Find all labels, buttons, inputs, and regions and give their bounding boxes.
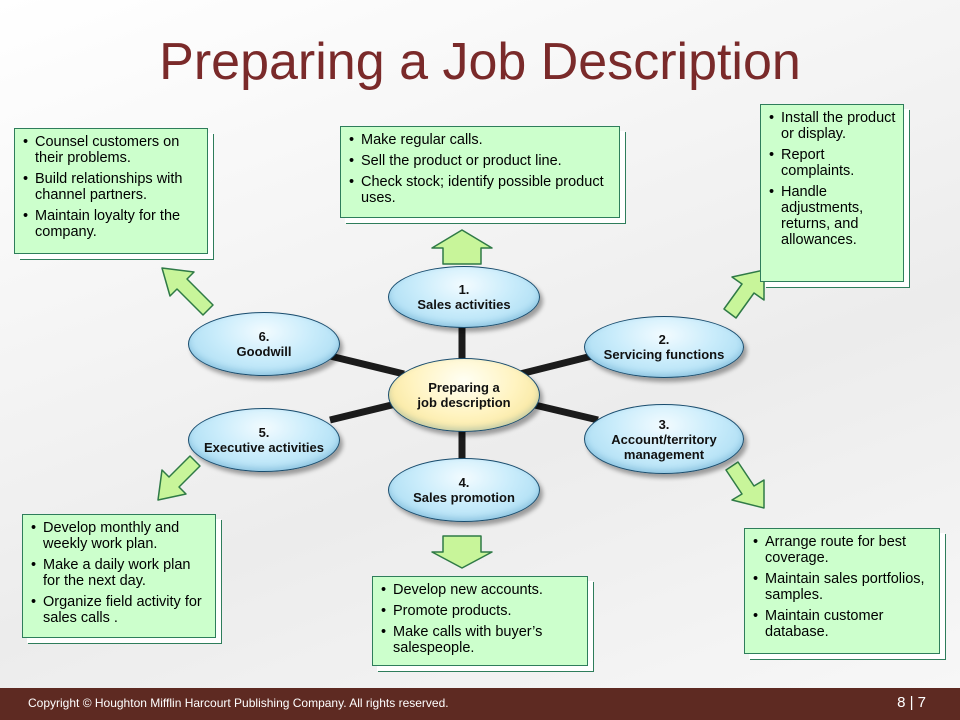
page-title: Preparing a Job Description xyxy=(159,33,801,91)
box-sales-promotion: Develop new accounts. Promote products. … xyxy=(372,576,588,666)
connector-servicing xyxy=(519,352,593,378)
node-number: 1. xyxy=(458,282,470,297)
list-item: Develop new accounts. xyxy=(379,582,581,598)
box-executive-activities: Develop monthly and weekly work plan. Ma… xyxy=(22,514,216,638)
list-item: Promote products. xyxy=(379,603,581,619)
copyright-text: Copyright © Houghton Mifflin Harcourt Pu… xyxy=(28,696,449,710)
node-servicing-functions: 2. Servicing functions xyxy=(584,316,744,378)
list-item: Make regular calls. xyxy=(347,132,613,148)
arrow-down-promotion xyxy=(431,535,493,569)
arrow-up-left-goodwill xyxy=(161,267,214,316)
footer-bar: Copyright © Houghton Mifflin Harcourt Pu… xyxy=(0,688,960,720)
center-line1: Preparing a xyxy=(428,380,500,395)
node-center-job-description: Preparing a job description xyxy=(388,358,540,432)
box-sales-activities: Make regular calls. Sell the product or … xyxy=(340,126,620,218)
list-item: Build relationships with channel partner… xyxy=(21,171,201,203)
node-executive-activities: 5. Executive activities xyxy=(188,408,340,472)
list-item: Maintain sales portfolios, samples. xyxy=(751,571,933,603)
node-label: Sales activities xyxy=(417,297,511,312)
node-number: 2. xyxy=(658,332,670,347)
list-item: Maintain loyalty for the company. xyxy=(21,208,201,240)
page-number: 8 | 7 xyxy=(897,694,926,711)
list-item: Sell the product or product line. xyxy=(347,153,613,169)
list-item: Handle adjustments, returns, and allowan… xyxy=(767,184,897,248)
list-item: Install the product or display. xyxy=(767,110,897,142)
connector-goodwill xyxy=(329,352,405,378)
node-label-line2: management xyxy=(623,446,705,462)
node-label: Account/territory xyxy=(611,431,717,447)
node-number: 6. xyxy=(258,329,270,344)
node-number: 3. xyxy=(658,416,670,432)
node-number: 5. xyxy=(258,425,270,440)
box-account-territory: Arrange route for best coverage. Maintai… xyxy=(744,528,940,654)
list-item: Make calls with buyer’s salespeople. xyxy=(379,624,581,656)
arrow-up-right-servicing xyxy=(723,269,765,319)
list-item: Make a daily work plan for the next day. xyxy=(29,557,209,589)
node-sales-activities: 1. Sales activities xyxy=(388,266,540,328)
arrow-down-right-account xyxy=(725,461,765,509)
node-label: Sales promotion xyxy=(413,490,515,505)
list-item: Counsel customers on their problems. xyxy=(21,134,201,166)
node-label: Executive activities xyxy=(204,440,324,455)
node-goodwill: 6. Goodwill xyxy=(188,312,340,376)
list-item: Organize field activity for sales calls … xyxy=(29,594,209,626)
list-item: Check stock; identify possible product u… xyxy=(347,174,613,206)
list-item: Develop monthly and weekly work plan. xyxy=(29,520,209,552)
node-account-territory: 3. Account/territory management xyxy=(584,404,744,474)
node-sales-promotion: 4. Sales promotion xyxy=(388,458,540,522)
arrow-up-sales xyxy=(431,229,493,265)
node-label: Servicing functions xyxy=(603,347,725,362)
list-item: Arrange route for best coverage. xyxy=(751,534,933,566)
arrow-down-left-executive xyxy=(157,455,201,501)
node-label: Goodwill xyxy=(236,344,292,359)
list-item: Maintain customer database. xyxy=(751,608,933,640)
box-servicing-functions: Install the product or display. Report c… xyxy=(760,104,904,282)
list-item: Report complaints. xyxy=(767,147,897,179)
node-number: 4. xyxy=(458,475,470,490)
box-goodwill: Counsel customers on their problems. Bui… xyxy=(14,128,208,254)
center-line2: job description xyxy=(417,395,511,410)
